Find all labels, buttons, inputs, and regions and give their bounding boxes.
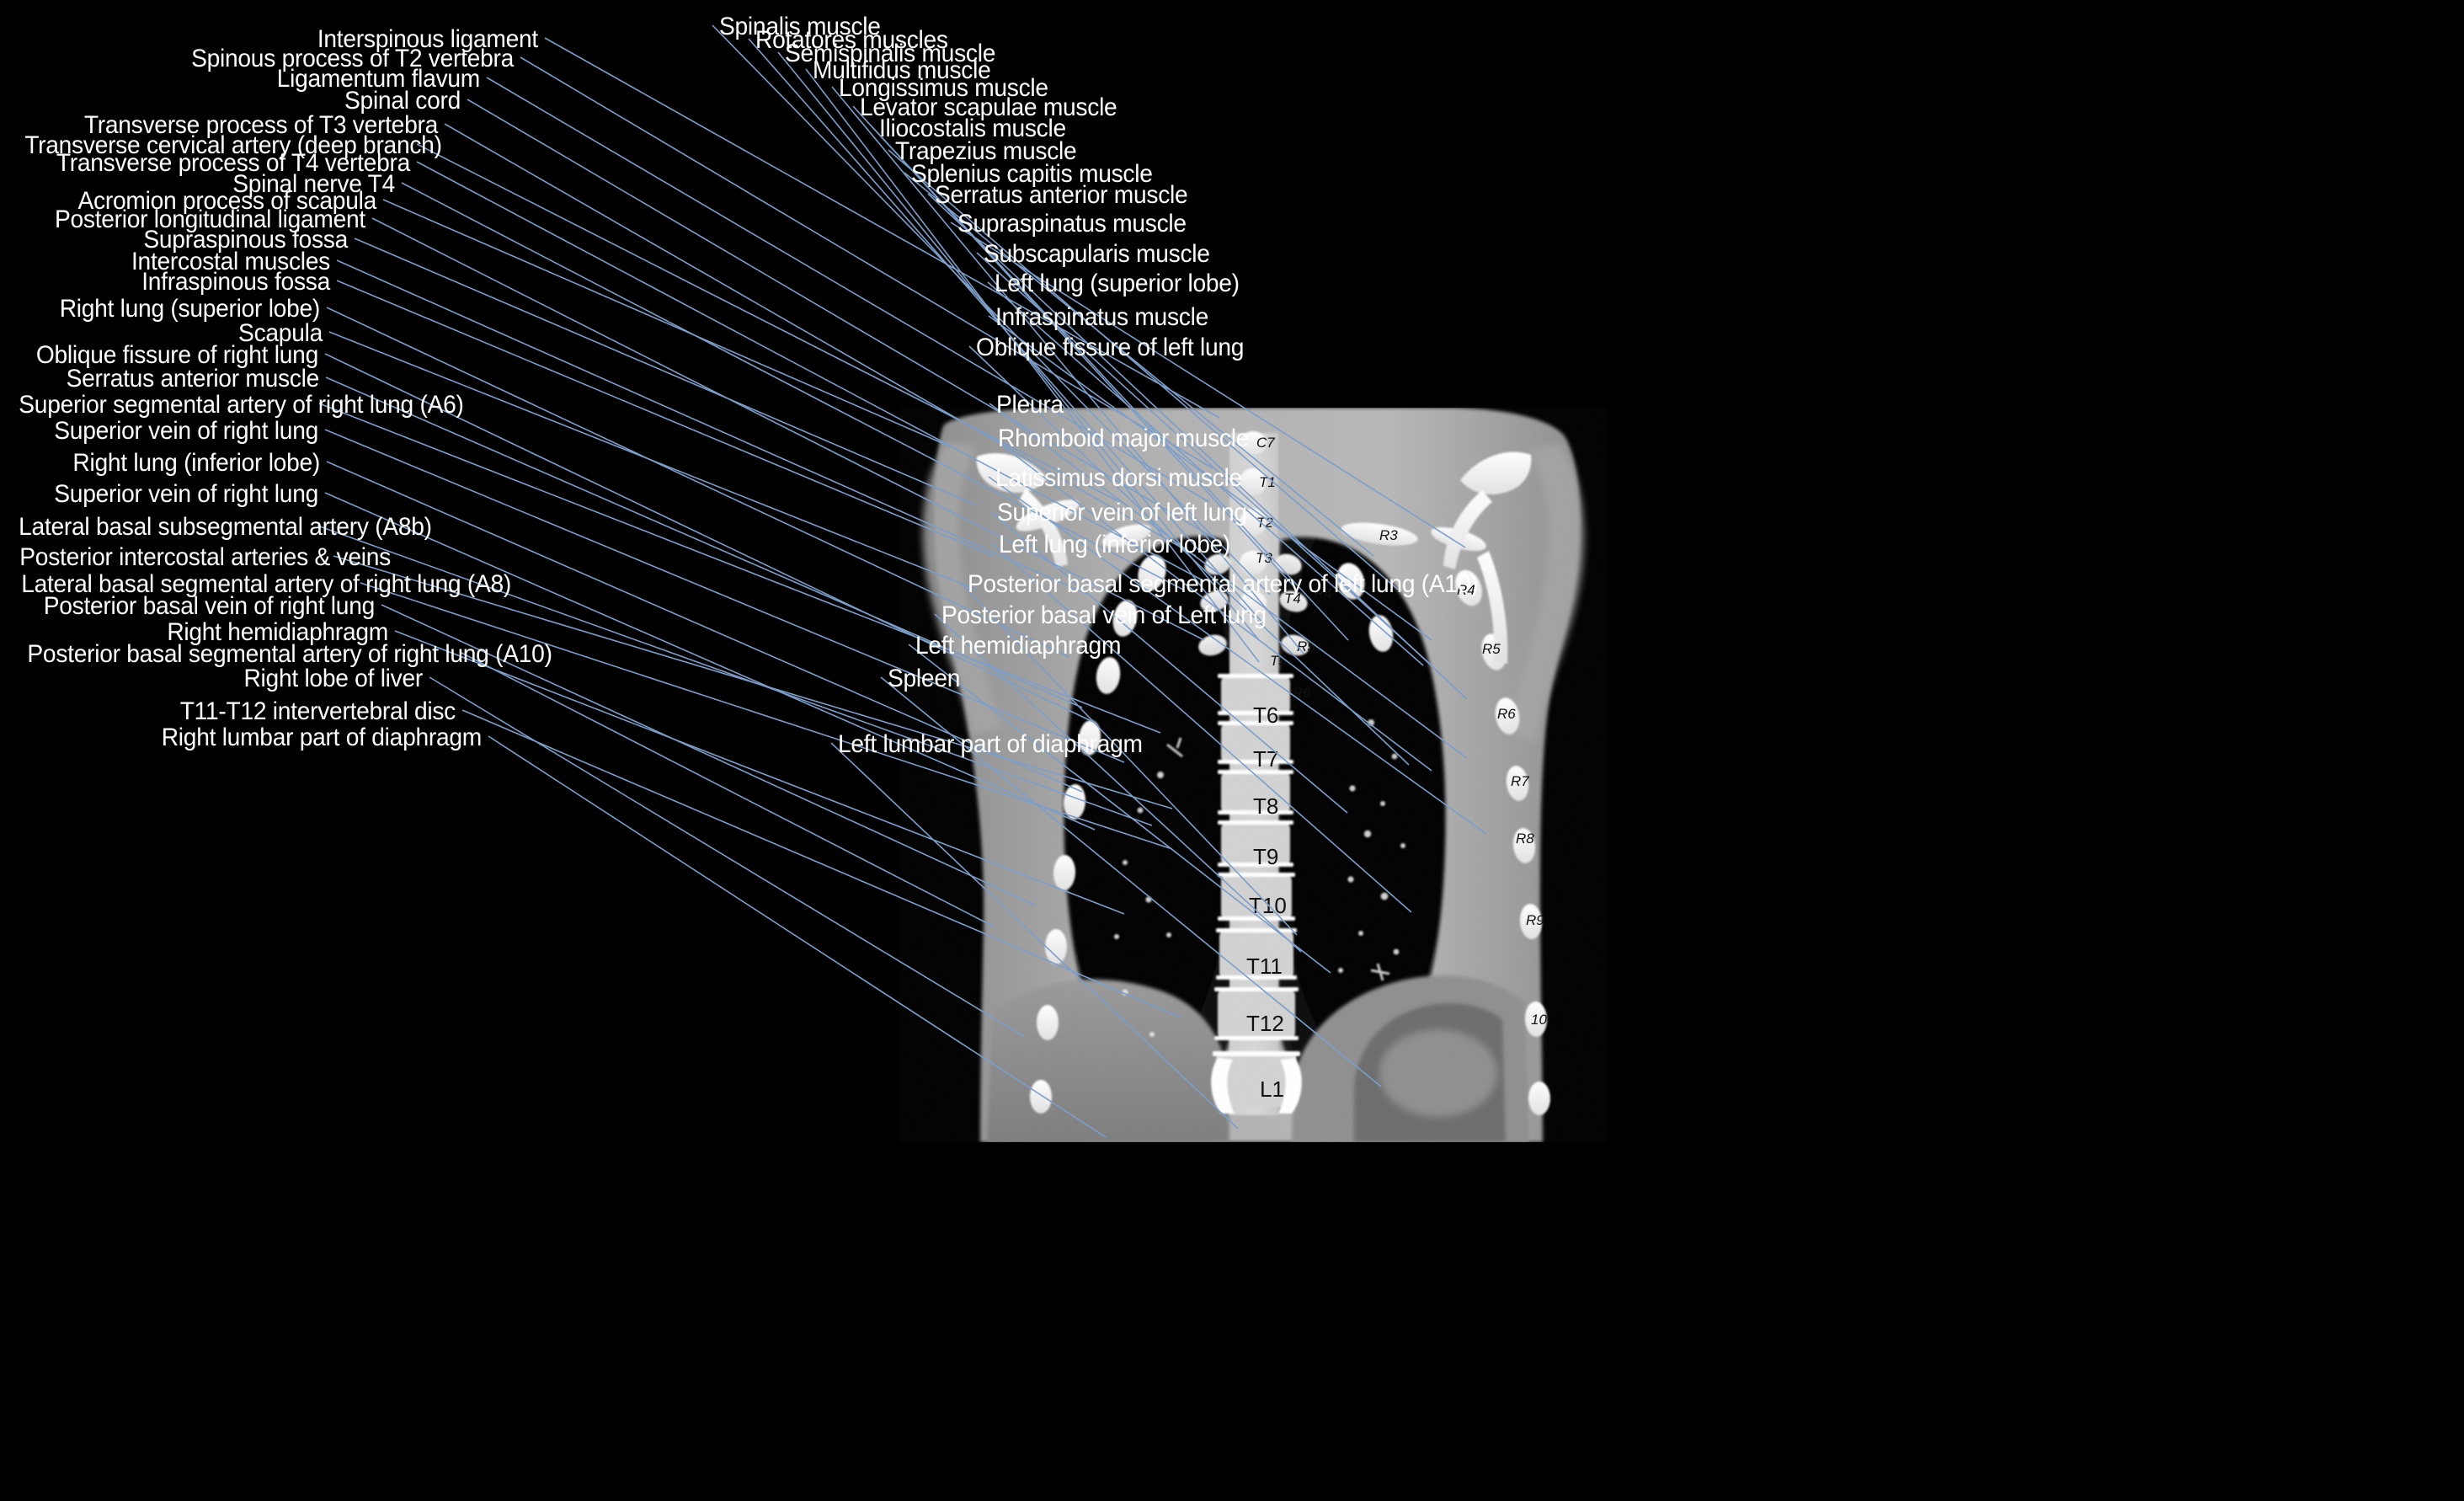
ct-overlay-label: T9	[1253, 844, 1279, 869]
annotation-label: Transverse process of T4 vertebra	[56, 149, 411, 177]
ct-overlay-label: T7	[1253, 746, 1279, 772]
annotation-label: Posterior basal vein of right lung	[43, 592, 376, 620]
annotation-label: Right lung (superior lobe)	[59, 295, 321, 323]
annotation-label: Transverse cervical artery (deep branch)	[24, 131, 442, 159]
ct-overlay-label: T2	[1256, 515, 1273, 531]
ct-overlay-label: T8	[1253, 793, 1279, 819]
ct-overlay-label: T5	[1270, 653, 1287, 669]
annotation-label: Spleen	[888, 665, 961, 692]
annotation-label: Posterior longitudinal ligament	[54, 206, 365, 233]
leader-line	[328, 331, 978, 590]
annotation-label: Posterior basal vein of Left lung	[941, 601, 1267, 629]
ct-overlay-label: T11	[1246, 953, 1283, 979]
ct-overlay-label: 10	[1531, 1012, 1547, 1028]
annotation-label: Left lung (superior lobe)	[995, 270, 1240, 297]
annotation-label: Levator scapulae muscle	[860, 93, 1117, 121]
ct-overlay-label: T1	[1259, 474, 1276, 490]
annotation-label: Supraspinatus muscle	[957, 210, 1187, 238]
annotation-label: Right lumbar part of diaphragm	[161, 724, 483, 751]
annotation-label: Pleura	[996, 391, 1064, 419]
annotation-label: Spinalis muscle	[719, 13, 881, 40]
ct-overlay-label: R5	[1482, 641, 1501, 657]
annotation-label: Iliocostalis muscle	[879, 115, 1066, 142]
ct-overlay-label: R5	[1297, 638, 1315, 654]
annotation-label: Infraspinatus muscle	[995, 303, 1208, 331]
annotation-label: Rhomboid major muscle	[998, 425, 1250, 452]
annotation-label: Posterior basal segmental artery of righ…	[27, 640, 552, 668]
annotation-label: Scapula	[238, 319, 323, 347]
annotation-label: Lateral basal subsegmental artery (A8b)	[19, 513, 432, 541]
annotation-label: Spinal cord	[344, 87, 461, 115]
leader-line	[354, 238, 978, 506]
annotation-label: Spinous process of T2 vertebra	[191, 45, 514, 72]
annotation-label: Right lobe of liver	[243, 665, 423, 692]
ct-overlay-label: R8	[1516, 831, 1534, 847]
ct-overlay-label: R3	[1379, 527, 1398, 543]
annotation-label: Serratus anterior muscle	[935, 181, 1188, 209]
annotation-label: Serratus anterior muscle	[66, 365, 320, 393]
annotation-label: Splenius capitis muscle	[911, 160, 1153, 188]
annotation-label: Posterior intercostal arteries & veins	[19, 543, 391, 571]
annotation-label: Superior vein of right lung	[54, 480, 318, 508]
annotation-label: Transverse process of T3 vertebra	[83, 111, 438, 139]
annotation-label: Right lung (inferior lobe)	[72, 449, 320, 477]
annotation-label: Left lung (inferior lobe)	[999, 531, 1231, 558]
ct-overlay-label: C7	[1256, 435, 1275, 451]
annotation-label: Longissimus muscle	[839, 74, 1048, 102]
annotation-label: Superior vein of right lung	[54, 417, 318, 445]
annotation-label: Superior vein of left lung	[997, 499, 1247, 526]
annotation-label: T11-T12 intervertebral disc	[179, 697, 456, 725]
leader-line	[382, 199, 951, 447]
annotation-label: Latissimus dorsi muscle	[995, 464, 1242, 492]
annotation-label: Lateral basal segmental artery of right …	[21, 570, 512, 598]
annotation-label: Subscapularis muscle	[984, 240, 1210, 268]
ct-overlay-label: R6	[1293, 685, 1311, 701]
annotation-label: Rotatores muscles	[755, 26, 948, 54]
annotation-label: Left lumbar part of diaphragm	[838, 730, 1143, 758]
annotation-label: Right hemidiaphragm	[167, 618, 388, 646]
ct-overlay-label: T3	[1256, 550, 1272, 566]
annotation-label: Superior segmental artery of right lung …	[19, 391, 464, 419]
annotation-label: Oblique fissure of right lung	[35, 341, 318, 369]
ct-overlay-label: R6	[1497, 706, 1516, 722]
annotation-label: Oblique fissure of left lung	[976, 334, 1245, 361]
annotation-label: Left hemidiaphragm	[915, 632, 1122, 660]
annotation-label: Posterior basal segmental artery of left…	[968, 570, 1479, 598]
ct-overlay-label: R7	[1511, 773, 1529, 789]
annotation-label: Supraspinous fossa	[143, 226, 348, 254]
ct-overlay-label: T10	[1249, 893, 1287, 918]
annotation-label: Spinal nerve T4	[232, 170, 395, 198]
annotation-label: Semispinalis muscle	[785, 40, 996, 67]
annotation-label: Multifidus muscle	[813, 56, 991, 84]
annotation-label: Interspinous ligament	[317, 25, 538, 53]
annotation-label: Infraspinous fossa	[141, 268, 330, 296]
annotation-label: Trapezius muscle	[895, 137, 1077, 165]
annotation-label: Ligamentum flavum	[276, 65, 481, 93]
annotation-label: Acromion process of scapula	[77, 187, 377, 215]
ct-overlay-label: T12	[1246, 1011, 1284, 1036]
ct-overlay-label: R9	[1526, 912, 1544, 928]
ct-overlay-label: T6	[1253, 702, 1279, 728]
ct-overlay-label: L1	[1260, 1076, 1284, 1102]
annotation-label: Intercostal muscles	[131, 248, 330, 275]
